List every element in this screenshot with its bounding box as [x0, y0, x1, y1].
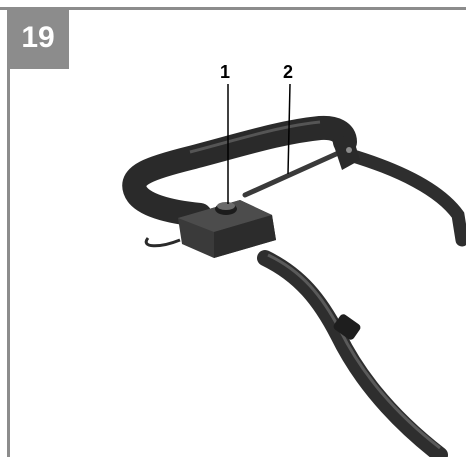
switch-housing-top	[178, 200, 272, 232]
tube-clamp	[333, 314, 361, 340]
brake-lever-icon	[242, 147, 348, 198]
left-handle-tube	[257, 250, 448, 457]
right-connector	[332, 134, 360, 170]
callout-label-1: 1	[220, 62, 231, 82]
right-connector-screw	[346, 147, 352, 153]
callout-leader-2	[287, 83, 291, 175]
frame-left-border	[7, 7, 10, 457]
cable	[144, 237, 181, 248]
push-button-cap	[217, 202, 235, 210]
frame-top-border	[0, 7, 466, 10]
callout-label-2: 2	[283, 62, 294, 82]
handlebar-grip	[122, 115, 357, 227]
figure-number-badge: 19	[7, 7, 69, 69]
switch-housing-side	[214, 215, 276, 258]
right-handle-tube	[343, 148, 466, 247]
grip-highlight	[189, 120, 321, 154]
